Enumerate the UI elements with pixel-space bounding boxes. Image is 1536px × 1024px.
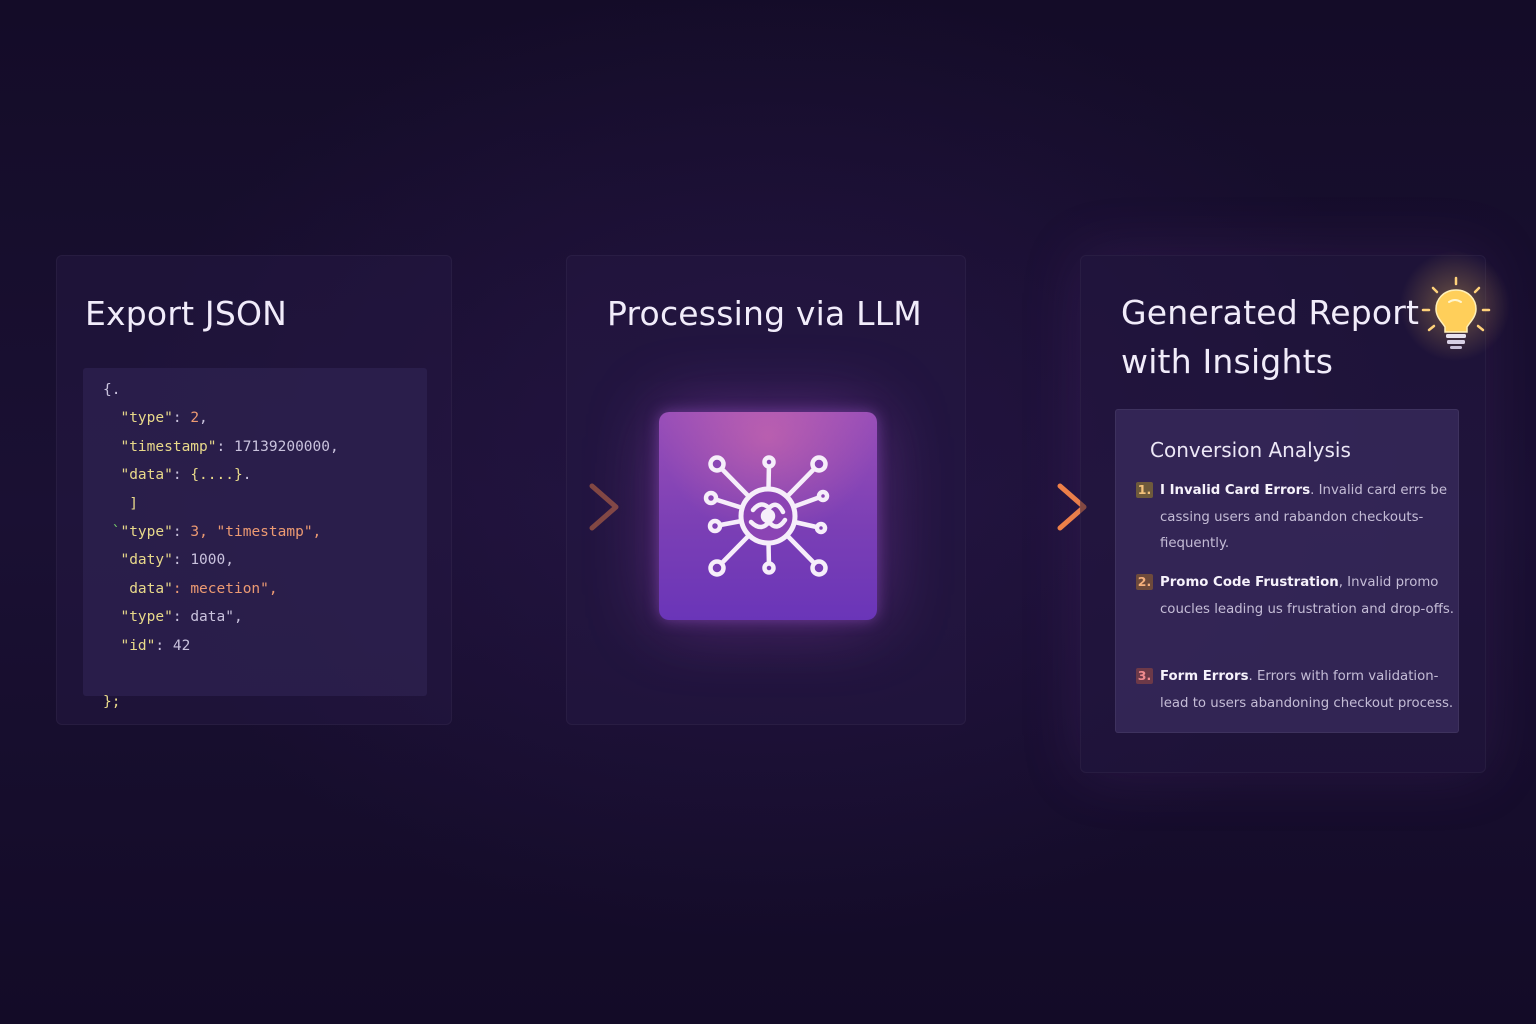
code-token: : [172, 410, 191, 427]
neural-network-icon [703, 455, 830, 577]
report-title-line2: with Insights [1121, 342, 1334, 381]
code-token: , "timestamp", [199, 523, 322, 540]
insight-heading: I Invalid Card Errors [1160, 483, 1311, 498]
code-token: 42 [172, 637, 191, 654]
code-token: . [242, 467, 252, 484]
code-token: "type" [120, 523, 173, 540]
code-token: : [172, 580, 191, 597]
lightbulb-icon [1421, 276, 1491, 349]
code-line: }; [103, 688, 427, 716]
insight-item: 3. Form Errors. Errors with form validat… [1136, 664, 1456, 717]
report-title: Generated Report with Insights [1121, 288, 1421, 386]
code-token: : [172, 552, 191, 569]
code-line: "type": 2, [103, 404, 427, 432]
code-token: "timestamp" [103, 438, 217, 455]
code-token: : [155, 637, 173, 654]
code-token: "type" [103, 410, 173, 427]
code-line: `"type": 3, "timestamp", [103, 518, 427, 546]
code-token: 17139200000 [233, 438, 330, 455]
code-token: 2 [190, 410, 200, 427]
code-token: : [216, 438, 234, 455]
insight-number: 1. [1136, 482, 1153, 498]
code-token: data" [103, 580, 173, 597]
code-token: . [111, 382, 121, 398]
insight-heading: Promo Code Frustration [1160, 575, 1339, 590]
card-title: Conversion Analysis [1150, 438, 1351, 462]
insight-body: , Invalid promo coucles leading us frust… [1160, 575, 1455, 617]
json-code-block: {. "type": 2, "timestamp": 17139200000 , … [83, 368, 427, 710]
code-token: "id" [103, 637, 156, 654]
code-line: "daty": 1000, [103, 546, 427, 574]
code-line: "timestamp": 17139200000, [103, 433, 427, 461]
insight-body: . Invalid card errs be cassing users and… [1160, 483, 1448, 551]
code-token: ] [103, 495, 138, 512]
code-token: }; [103, 694, 121, 711]
code-token: 1000 [190, 552, 226, 569]
processing-title: Processing via LLM [607, 294, 922, 333]
code-token: : [172, 467, 191, 484]
insight-number: 3. [1136, 668, 1153, 684]
conversion-analysis-card: Conversion Analysis 1. I Invalid Card Er… [1115, 409, 1459, 733]
code-token: {....} [190, 467, 243, 484]
code-line: data": mecetion", [103, 575, 427, 603]
code-token: "daty" [103, 552, 173, 569]
code-line: ] [103, 490, 427, 518]
code-token: "type" [103, 609, 173, 626]
export-json-title: Export JSON [85, 294, 288, 333]
code-token: : [172, 609, 191, 626]
export-json-panel: Export JSON {. "type": 2, "timestamp": 1… [56, 255, 452, 725]
insight-number: 2. [1136, 574, 1153, 590]
code-token: , [199, 410, 208, 427]
code-line [103, 660, 427, 688]
code-token: , [330, 438, 339, 455]
code-line: "data": {....}. [103, 461, 427, 489]
code-token: data", [190, 609, 243, 626]
arrow-right-icon [918, 483, 1087, 531]
code-token: , [225, 552, 234, 569]
report-panel: Generated Report with Insights Conversio… [1080, 246, 1515, 773]
insight-body: . Errors with form validation- lead to u… [1160, 669, 1454, 711]
code-line: "type": data", [103, 603, 427, 631]
code-token: : [172, 523, 191, 540]
code-line: {. [103, 376, 427, 404]
code-token: { [103, 382, 112, 398]
code-token: ` [103, 523, 121, 540]
code-token: mecetion", [190, 580, 278, 597]
llm-tile [659, 412, 877, 620]
code-line: "id": 42 [103, 632, 427, 660]
report-title-line1: Generated Report [1121, 293, 1420, 332]
insight-item: 2. Promo Code Frustration, Invalid promo… [1136, 570, 1456, 623]
processing-panel: Processing via LLM [566, 255, 966, 725]
code-token: "data" [103, 467, 173, 484]
insight-heading: Form Errors [1160, 669, 1249, 684]
code-token: 3 [190, 523, 200, 540]
insight-item: 1. I Invalid Card Errors. Invalid card e… [1136, 478, 1456, 558]
